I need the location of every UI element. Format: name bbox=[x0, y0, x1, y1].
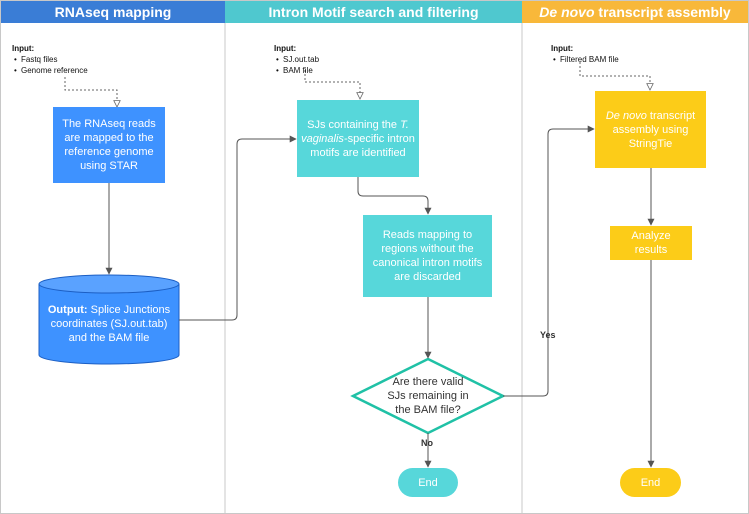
input-title-mapping: Input: bbox=[12, 44, 35, 53]
dashed-input-arrow-intron bbox=[304, 70, 360, 99]
input-item: SJ.out.tab bbox=[276, 54, 319, 65]
node-output-cylinder bbox=[38, 274, 180, 365]
input-title-intron: Input: bbox=[274, 44, 297, 53]
lane-title-assembly: De novo transcript assembly bbox=[539, 4, 731, 20]
lane-title-mapping: RNAseq mapping bbox=[54, 4, 172, 20]
input-item: Filtered BAM file bbox=[553, 54, 619, 65]
input-item: Genome reference bbox=[14, 65, 88, 76]
input-block-mapping: Input: Fastq files Genome reference bbox=[12, 43, 88, 76]
dashed-input-arrow-mapping bbox=[64, 77, 117, 107]
dashed-input-arrow-assembly bbox=[579, 62, 650, 90]
lane-header-bg-intron bbox=[225, 1, 522, 23]
node-reads-discarded bbox=[363, 215, 492, 297]
lane-header-assembly: De novo transcript assembly bbox=[522, 1, 748, 23]
input-block-assembly: Input: Filtered BAM file bbox=[551, 43, 619, 65]
arrow-decision-yes-to-denovo bbox=[503, 125, 595, 397]
node-end-yellow-text: End bbox=[640, 476, 661, 489]
node-output-text: Output: Splice Junctions coordinates (SJ… bbox=[47, 304, 171, 344]
lane-header-intron: Intron Motif search and filtering bbox=[225, 1, 522, 23]
node-end-yellow bbox=[620, 468, 681, 497]
lane-title-intron: Intron Motif search and filtering bbox=[268, 4, 479, 20]
node-star-mapping bbox=[53, 107, 165, 183]
arrow-sjs-to-discard bbox=[357, 177, 432, 215]
lane-header-mapping: RNAseq mapping bbox=[1, 1, 225, 23]
node-end-teal-text: End bbox=[418, 476, 438, 489]
node-end-teal bbox=[398, 468, 458, 497]
node-denovo-assembly bbox=[595, 91, 706, 168]
input-item: Fastq files bbox=[14, 54, 88, 65]
lane-header-bg-mapping bbox=[1, 1, 225, 23]
node-star-text: The RNAseq reads are mapped to the refer… bbox=[62, 118, 156, 172]
node-discard-text: Reads mapping to regions without the can… bbox=[372, 229, 483, 283]
edge-label-no: No bbox=[421, 438, 433, 448]
input-item: BAM file bbox=[276, 65, 319, 76]
input-block-intron: Input: SJ.out.tab BAM file bbox=[274, 43, 319, 76]
node-decision-text: Are there valid SJs remaining in the BAM… bbox=[387, 376, 469, 416]
node-sjs-identified bbox=[297, 100, 419, 177]
input-title-assembly: Input: bbox=[551, 44, 574, 53]
node-analyze-text: Analyze results bbox=[631, 230, 671, 256]
arrow-output-to-sjs bbox=[179, 135, 297, 321]
edge-label-yes: Yes bbox=[540, 330, 556, 340]
node-sjs-text: SJs containing the T. vaginalis-specific… bbox=[301, 118, 415, 159]
node-denovo-text: De novo transcript assembly using String… bbox=[605, 109, 696, 150]
lane-header-bg-assembly bbox=[522, 1, 748, 23]
node-analyze-results bbox=[610, 226, 692, 260]
